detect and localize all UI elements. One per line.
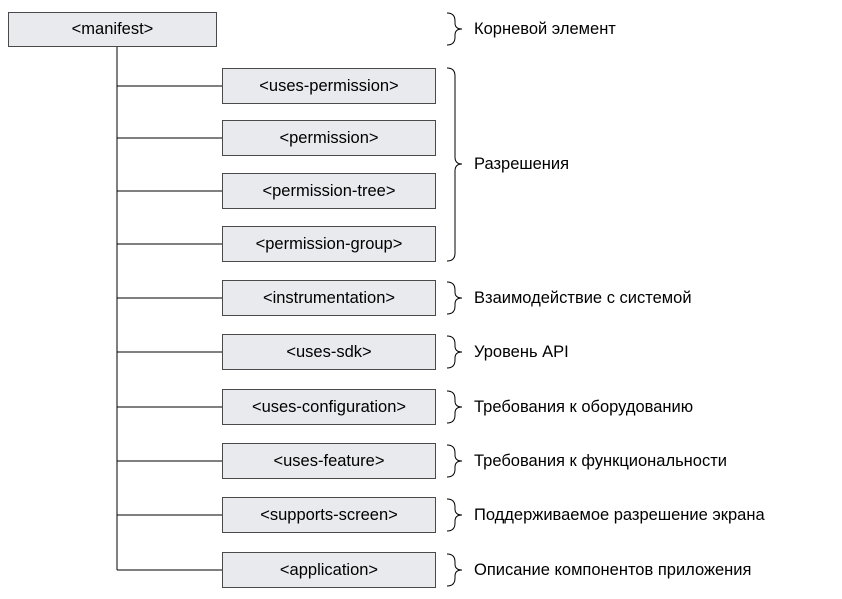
brace-supports-screen (446, 498, 463, 532)
manifest-node: <manifest> (8, 12, 217, 47)
uses-configuration-node: <uses-configuration> (222, 389, 436, 425)
supported-screen-label: Поддерживаемое разрешение экрана (474, 506, 765, 524)
permission-node: <permission> (222, 120, 436, 156)
permission-group-node: <permission-group> (222, 226, 436, 262)
brace-uses-sdk (446, 335, 463, 369)
system-interaction-label: Взаимодействие с системой (474, 289, 692, 307)
api-level-label: Уровень API (474, 343, 569, 361)
uses-feature-node: <uses-feature> (222, 443, 436, 479)
permission-tree-node: <permission-tree> (222, 173, 436, 209)
feature-requirements-label: Требования к функциональности (474, 452, 727, 470)
hardware-requirements-label: Требования к оборудованию (474, 398, 694, 416)
brace-uses-configuration (446, 390, 463, 424)
brace-application (446, 553, 463, 587)
brace-uses-feature (446, 444, 463, 478)
root-element-label: Корневой элемент (474, 20, 616, 38)
supports-screen-node: <supports-screen> (222, 497, 436, 533)
brace-instrumentation (446, 281, 463, 315)
application-components-label: Описание компонентов приложения (474, 561, 752, 579)
uses-permission-node: <uses-permission> (222, 68, 436, 104)
brace-root (446, 12, 463, 46)
brace-permissions (446, 67, 463, 262)
instrumentation-node: <instrumentation> (222, 280, 436, 316)
uses-sdk-node: <uses-sdk> (222, 334, 436, 370)
permissions-label: Разрешения (474, 155, 570, 173)
application-node: <application> (222, 552, 436, 588)
